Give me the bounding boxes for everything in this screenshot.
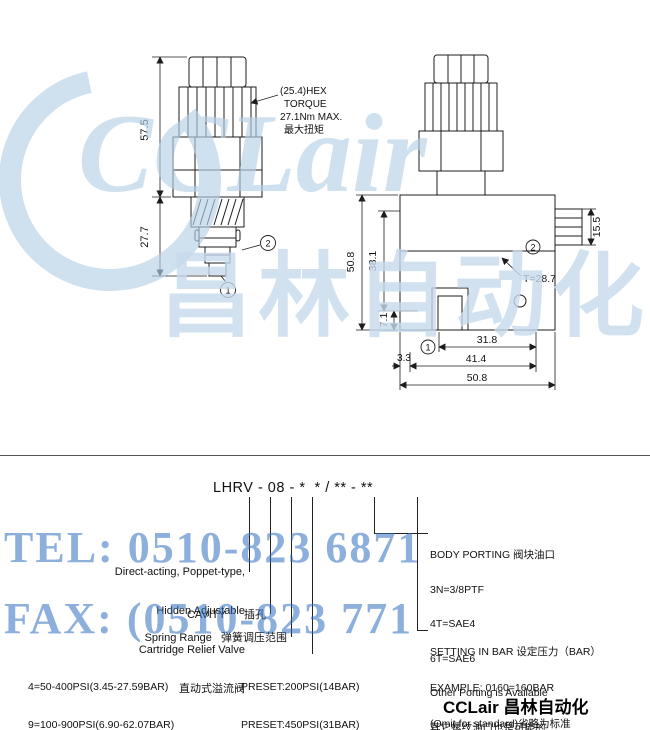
dim-label-50-8-h: 50.8 [467,372,488,384]
cartridge-port-markers: 2 1 [220,235,276,298]
body-port-marker-2-circle [525,239,541,255]
porting-option: 4T=SAE4 [430,618,476,630]
valve-description: Direct-acting, Poppet-type, Hidden Adjus… [40,540,245,722]
spring-option: 4=50-400PSI(3.45-27.59BAR) [28,681,169,693]
porting-note: Other Porting is Available [430,687,548,699]
dim-label-7-1: 7.1 [378,313,390,328]
cavity-label: CAVITY 插孔 [186,609,266,621]
connector-description [249,497,250,572]
thread-note-label: T=28.7 [523,273,556,285]
setting-block: SETTING IN BAR 设定压力（BAR） EXAMPLE: 0160=1… [430,622,601,730]
dim-label-50-8-v: 50.8 [345,252,357,273]
dim-label-57-5: 57.5 [139,119,151,140]
cartridge-dimension-labels: 57.5 27.7 (25.4)HEX TORQUE 27.1Nm MAX. 最… [139,86,342,248]
port-marker-2-circle [260,235,276,251]
body-dimension-lines [356,194,596,390]
setting-example: EXAMPLE: 0160=160BAR [430,682,555,694]
connector-cavity [270,497,271,614]
hex-note-line-4: 最大扭矩 [284,123,324,136]
dim-label-38-1: 38.1 [367,251,379,272]
spring-range-options: 4=50-400PSI(3.45-27.59BAR) 9=100-900PSI(… [28,656,198,730]
section-divider [0,455,650,456]
dim-label-27-7: 27.7 [139,226,151,247]
spring-option: 9=100-900PSI(6.90-62.07BAR) [28,718,175,730]
connector-preset [312,497,313,654]
preset-option: PRESET:450PSI(31BAR) [241,718,360,730]
body-port-marker-1-circle [420,339,436,355]
cartridge-side-view [172,56,263,277]
setting-note: (Omit for standard)省略为标准 [430,718,571,730]
description-line: Direct-acting, Poppet-type, [114,566,245,578]
dim-label-41-4: 41.4 [466,353,487,365]
porting-option: 6T=SAE6 [430,652,476,665]
setting-title: SETTING IN BAR 设定压力（BAR） [430,646,601,658]
preset-option: PRESET:200PSI(14BAR) [241,681,360,693]
preset-options: PRESET:200PSI(14BAR) PRESET:450PSI(31BAR… [241,656,370,730]
hex-note-line-1: (25.4)HEX [280,86,327,97]
port-marker-1-label: 1 [225,286,230,296]
model-code: LHRV - 08 - * * / ** - ** [213,480,374,496]
connector-porting-h [374,533,428,534]
connector-spring-range [291,497,292,637]
hex-note-line-3: 27.1Nm MAX. [280,112,342,123]
body-port-marker-2-label: 2 [530,243,535,253]
porting-note: 其它螺纹油口也是可能的 [430,721,546,730]
body-porting-block: BODY PORTING 阀块油口 3N=3/8PTF 4T=SAE4 6T=S… [430,527,555,730]
body-port-markers: 1 2 [420,239,541,355]
description-line: Hidden Adjustable [156,605,245,617]
port-marker-2-label: 2 [265,239,270,249]
connector-setting-v [417,497,418,630]
body-front-view [399,54,583,331]
connector-porting-v [374,497,375,533]
company-logo-footer: CCLair 昌林自动化 [443,698,589,717]
hex-note-line-2: TORQUE [284,99,327,110]
dim-label-3-3: 3.3 [397,353,411,364]
connector-setting-h [417,630,428,631]
dim-label-15-5: 15.5 [591,217,603,238]
body-porting-title: BODY PORTING 阀块油口 [430,549,556,561]
spring-range-label: Spring Range 弹簧调压范围 [144,632,287,644]
dim-label-31-8: 31.8 [477,334,498,346]
description-line: Cartridge Relief Valve [138,644,245,656]
porting-option: 3N=3/8PTF [430,583,484,596]
body-dimension-labels: 15.5 38.1 50.8 7.1 T=28.7 31.8 3.3 41.4 … [345,217,603,384]
body-port-marker-1-label: 1 [425,343,430,353]
description-line: 直动式溢流阀 [179,683,245,695]
technical-drawing: 57.5 27.7 (25.4)HEX TORQUE 27.1Nm MAX. 最… [139,54,603,390]
